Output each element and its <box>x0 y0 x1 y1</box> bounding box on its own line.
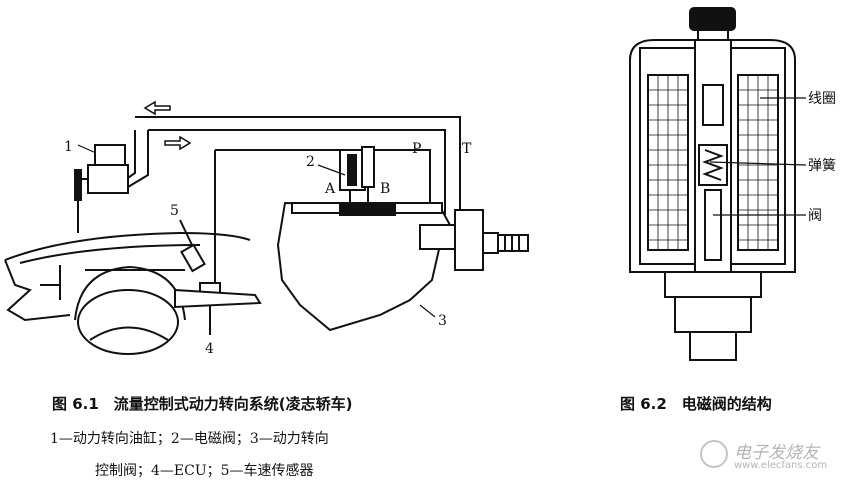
label-5: 5 <box>170 203 179 219</box>
watermark-logo: 电子发烧友 www.elecfans.com <box>700 438 840 478</box>
label-spring: 弹簧 <box>808 158 836 174</box>
figure-6-1-caption-line-1: 1—动力转向油缸；2—电磁阀；3—动力转向 <box>50 431 329 447</box>
label-p: P <box>412 141 421 157</box>
watermark-main: 电子发烧友 <box>734 443 819 463</box>
figure-6-2-diagram: 线圈 弹簧 阀 <box>610 0 840 375</box>
watermark-sub: www.elecfans.com <box>734 460 828 471</box>
label-t: T <box>462 141 472 157</box>
figure-6-1-diagram: 1 2 3 4 5 P T A B <box>0 95 560 365</box>
label-2: 2 <box>306 154 315 170</box>
figure-6-1-caption-line-2: 控制阀；4—ECU；5—车速传感器 <box>95 463 314 479</box>
watermark-icon <box>700 440 728 468</box>
label-3: 3 <box>438 313 447 329</box>
label-4: 4 <box>205 341 214 357</box>
figure-6-2-caption-title: 图 6.2 电磁阀的结构 <box>620 395 772 413</box>
label-a: A <box>324 181 336 197</box>
label-b: B <box>380 181 390 197</box>
label-valve: 阀 <box>808 208 822 224</box>
label-1: 1 <box>64 139 73 155</box>
label-coil: 线圈 <box>808 91 836 107</box>
figure-6-1-caption-title: 图 6.1 流量控制式动力转向系统(凌志轿车) <box>52 395 353 413</box>
